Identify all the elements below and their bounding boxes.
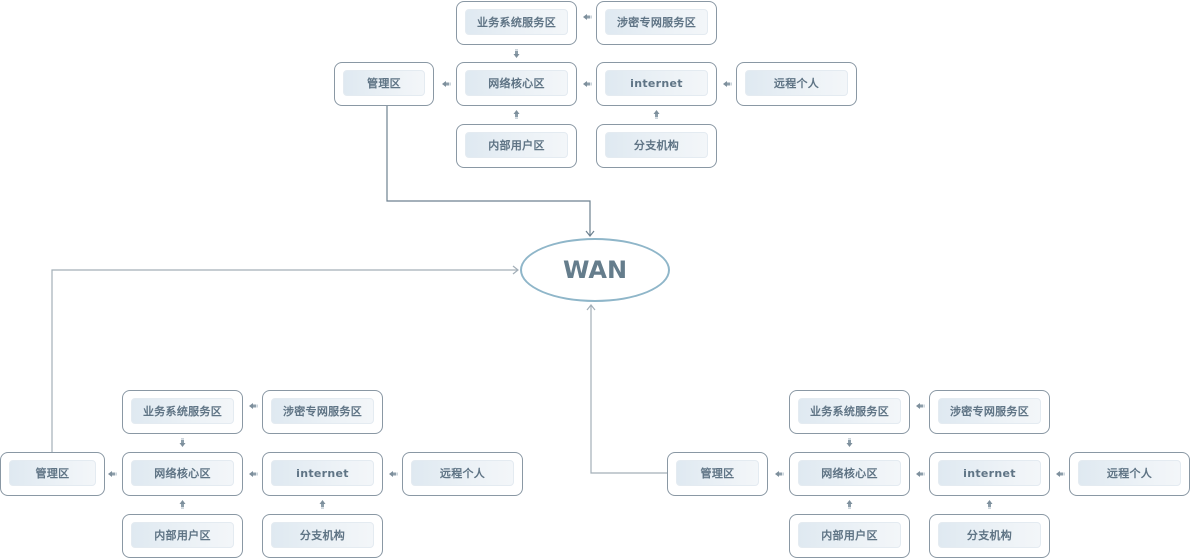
node-label: 涉密专网服务区 xyxy=(605,9,708,35)
arrow-core-to-mgmt xyxy=(108,471,117,477)
link-top-mgmt-to-wan xyxy=(386,106,591,236)
arrow-remote-to-internet xyxy=(723,81,732,87)
node-bottom-left-core[interactable]: 网络核心区 xyxy=(122,452,243,496)
node-label: 分支机构 xyxy=(605,132,708,158)
arrow-business-to-core xyxy=(846,438,853,447)
arrow-internal-to-core xyxy=(513,110,520,119)
arrowhead-wan-top xyxy=(585,230,595,237)
node-label: 涉密专网服务区 xyxy=(271,398,374,424)
arrowhead-wan-bottom xyxy=(586,304,596,311)
node-top-classified[interactable]: 涉密专网服务区 xyxy=(596,1,717,45)
node-label: 网络核心区 xyxy=(798,460,901,486)
wan-ellipse[interactable]: WAN xyxy=(520,238,670,302)
node-bottom-right-classified[interactable]: 涉密专网服务区 xyxy=(929,390,1050,434)
node-label: 远程个人 xyxy=(1078,460,1181,486)
node-label: 分支机构 xyxy=(271,522,374,548)
arrow-branch-to-internet xyxy=(319,500,326,509)
arrow-business-to-core xyxy=(513,49,520,58)
link-br-mgmt-to-wan xyxy=(590,306,667,474)
node-label: internet xyxy=(605,70,708,96)
node-label: 内部用户区 xyxy=(465,132,568,158)
node-bottom-left-internal[interactable]: 内部用户区 xyxy=(122,514,243,558)
node-top-branch[interactable]: 分支机构 xyxy=(596,124,717,168)
node-bottom-left-remote[interactable]: 远程个人 xyxy=(402,452,523,496)
node-bottom-right-internal[interactable]: 内部用户区 xyxy=(789,514,910,558)
arrow-classified-to-business xyxy=(583,14,592,20)
node-bottom-right-business[interactable]: 业务系统服务区 xyxy=(789,390,910,434)
arrow-branch-to-internet xyxy=(653,110,660,119)
node-bottom-left-mgmt[interactable]: 管理区 xyxy=(0,452,105,496)
node-label: 管理区 xyxy=(343,70,425,96)
node-bottom-right-internet[interactable]: internet xyxy=(929,452,1050,496)
node-label: 内部用户区 xyxy=(798,522,901,548)
arrow-remote-to-internet xyxy=(1056,471,1065,477)
arrow-remote-to-internet xyxy=(389,471,398,477)
node-bottom-left-classified[interactable]: 涉密专网服务区 xyxy=(262,390,383,434)
node-bottom-right-core[interactable]: 网络核心区 xyxy=(789,452,910,496)
arrow-internal-to-core xyxy=(179,500,186,509)
arrow-business-to-core xyxy=(179,438,186,447)
node-top-mgmt[interactable]: 管理区 xyxy=(334,62,434,106)
node-bottom-right-mgmt[interactable]: 管理区 xyxy=(667,452,768,496)
arrow-classified-to-business xyxy=(916,403,925,409)
arrow-branch-to-internet xyxy=(986,500,993,509)
node-label: 业务系统服务区 xyxy=(465,9,568,35)
node-bottom-left-branch[interactable]: 分支机构 xyxy=(262,514,383,558)
node-label: 远程个人 xyxy=(745,70,848,96)
node-top-business[interactable]: 业务系统服务区 xyxy=(456,1,577,45)
node-top-internal[interactable]: 内部用户区 xyxy=(456,124,577,168)
node-label: 内部用户区 xyxy=(131,522,234,548)
node-label: 业务系统服务区 xyxy=(798,398,901,424)
node-label: internet xyxy=(938,460,1041,486)
arrowhead-wan-left xyxy=(512,265,519,275)
link-bl-mgmt-to-wan xyxy=(51,269,518,452)
node-label: 分支机构 xyxy=(938,522,1041,548)
arrow-internet-to-core xyxy=(249,471,258,477)
wan-label: WAN xyxy=(562,256,628,284)
node-label: 业务系统服务区 xyxy=(131,398,234,424)
node-label: 远程个人 xyxy=(411,460,514,486)
arrow-core-to-mgmt xyxy=(442,81,451,87)
node-top-remote[interactable]: 远程个人 xyxy=(736,62,857,106)
node-top-internet[interactable]: internet xyxy=(596,62,717,106)
node-top-core[interactable]: 网络核心区 xyxy=(456,62,577,106)
arrow-internal-to-core xyxy=(846,500,853,509)
node-bottom-right-remote[interactable]: 远程个人 xyxy=(1069,452,1190,496)
arrow-internet-to-core xyxy=(916,471,925,477)
node-bottom-left-internet[interactable]: internet xyxy=(262,452,383,496)
arrow-core-to-mgmt xyxy=(775,471,784,477)
node-bottom-right-branch[interactable]: 分支机构 xyxy=(929,514,1050,558)
node-label: internet xyxy=(271,460,374,486)
node-label: 涉密专网服务区 xyxy=(938,398,1041,424)
node-label: 网络核心区 xyxy=(465,70,568,96)
arrow-classified-to-business xyxy=(249,403,258,409)
node-label: 管理区 xyxy=(676,460,759,486)
node-label: 管理区 xyxy=(9,460,96,486)
arrow-internet-to-core xyxy=(583,81,592,87)
node-label: 网络核心区 xyxy=(131,460,234,486)
node-bottom-left-business[interactable]: 业务系统服务区 xyxy=(122,390,243,434)
